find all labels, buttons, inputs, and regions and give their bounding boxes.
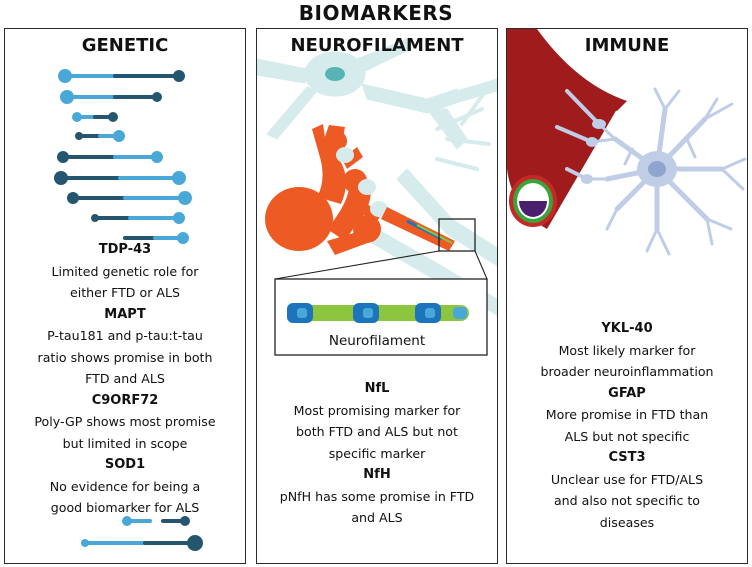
- dna-rung: [123, 232, 189, 244]
- immune-panel: IMMUNE: [506, 28, 748, 564]
- neurofilament-biomarker-list: NfL Most promising marker for both FTD a…: [257, 378, 497, 529]
- page-title: BIOMARKERS: [298, 1, 454, 25]
- biomarker-description: Poly-GP shows most promise but limited i…: [34, 414, 216, 451]
- immune-panel-title: IMMUNE: [584, 35, 670, 56]
- biomarker-name: GFAP: [608, 385, 646, 401]
- biomarker-description: Limited genetic role for either FTD or A…: [51, 263, 199, 301]
- immune-biomarker-list: YKL-40 Most likely marker for broader ne…: [507, 318, 747, 533]
- biomarker-description: pNfH has some promise in FTD and ALS: [279, 488, 475, 526]
- biomarker-description: P-tau181 and p-tau:t-tau ratio shows pro…: [37, 328, 213, 386]
- dna-rung: [81, 535, 203, 551]
- motor-neuron: [265, 124, 382, 255]
- biomarker-name: YKL-40: [601, 321, 653, 336]
- axon: [381, 207, 455, 251]
- neuron-illustration: [257, 38, 497, 356]
- neurofilament-panel-title: NEUROFILAMENT: [290, 35, 464, 56]
- blood-vessel-astrocyte-illustration: [507, 29, 747, 256]
- biomarker-name: TDP-43: [98, 242, 152, 257]
- biomarker-description: Most promising marker for both FTD and A…: [293, 402, 461, 461]
- biomarker-name: C9ORF72: [91, 392, 159, 408]
- biomarker-name: MAPT: [104, 306, 146, 322]
- dna-rung: [57, 151, 163, 163]
- nucleus: [325, 67, 345, 81]
- neurofilament-label: Neurofilament: [328, 333, 426, 349]
- background-neuron: [257, 38, 497, 316]
- dna-rung: [58, 69, 185, 83]
- vessel-cross-section: [509, 175, 557, 227]
- dna-rung: [67, 191, 192, 205]
- neurofilament-strand: [287, 303, 469, 323]
- dna-rung: [91, 212, 185, 224]
- biomarker-name: SOD1: [104, 457, 146, 472]
- genetic-panel: GENETIC: [4, 28, 246, 564]
- biomarker-description: Unclear use for FTD/ALS and also not spe…: [550, 471, 704, 530]
- genetic-panel-title: GENETIC: [81, 35, 169, 56]
- dna-rung: [60, 90, 162, 104]
- biomarker-description: Most likely marker for broader neuroinfl…: [540, 342, 714, 380]
- genetic-biomarker-list: TDP-43 Limited genetic role for either F…: [5, 239, 245, 519]
- biomarker-name: CST3: [608, 450, 646, 465]
- biomarker-name: NfH: [363, 467, 391, 482]
- dna-helix-illustration: [54, 69, 203, 551]
- dna-rung: [54, 171, 186, 185]
- biomarker-description: More promise in FTD than ALS but not spe…: [545, 407, 709, 444]
- dna-rung: [75, 130, 125, 142]
- dna-rung: [122, 516, 190, 526]
- dna-rung: [72, 112, 118, 122]
- zoom-box: [438, 218, 476, 252]
- astrocyte-nucleus: [648, 161, 666, 177]
- biomarker-name: NfL: [364, 381, 390, 396]
- neurofilament-panel: NEUROFILAMENT: [256, 28, 498, 564]
- biomarker-description: No evidence for being a good biomarker f…: [49, 478, 201, 516]
